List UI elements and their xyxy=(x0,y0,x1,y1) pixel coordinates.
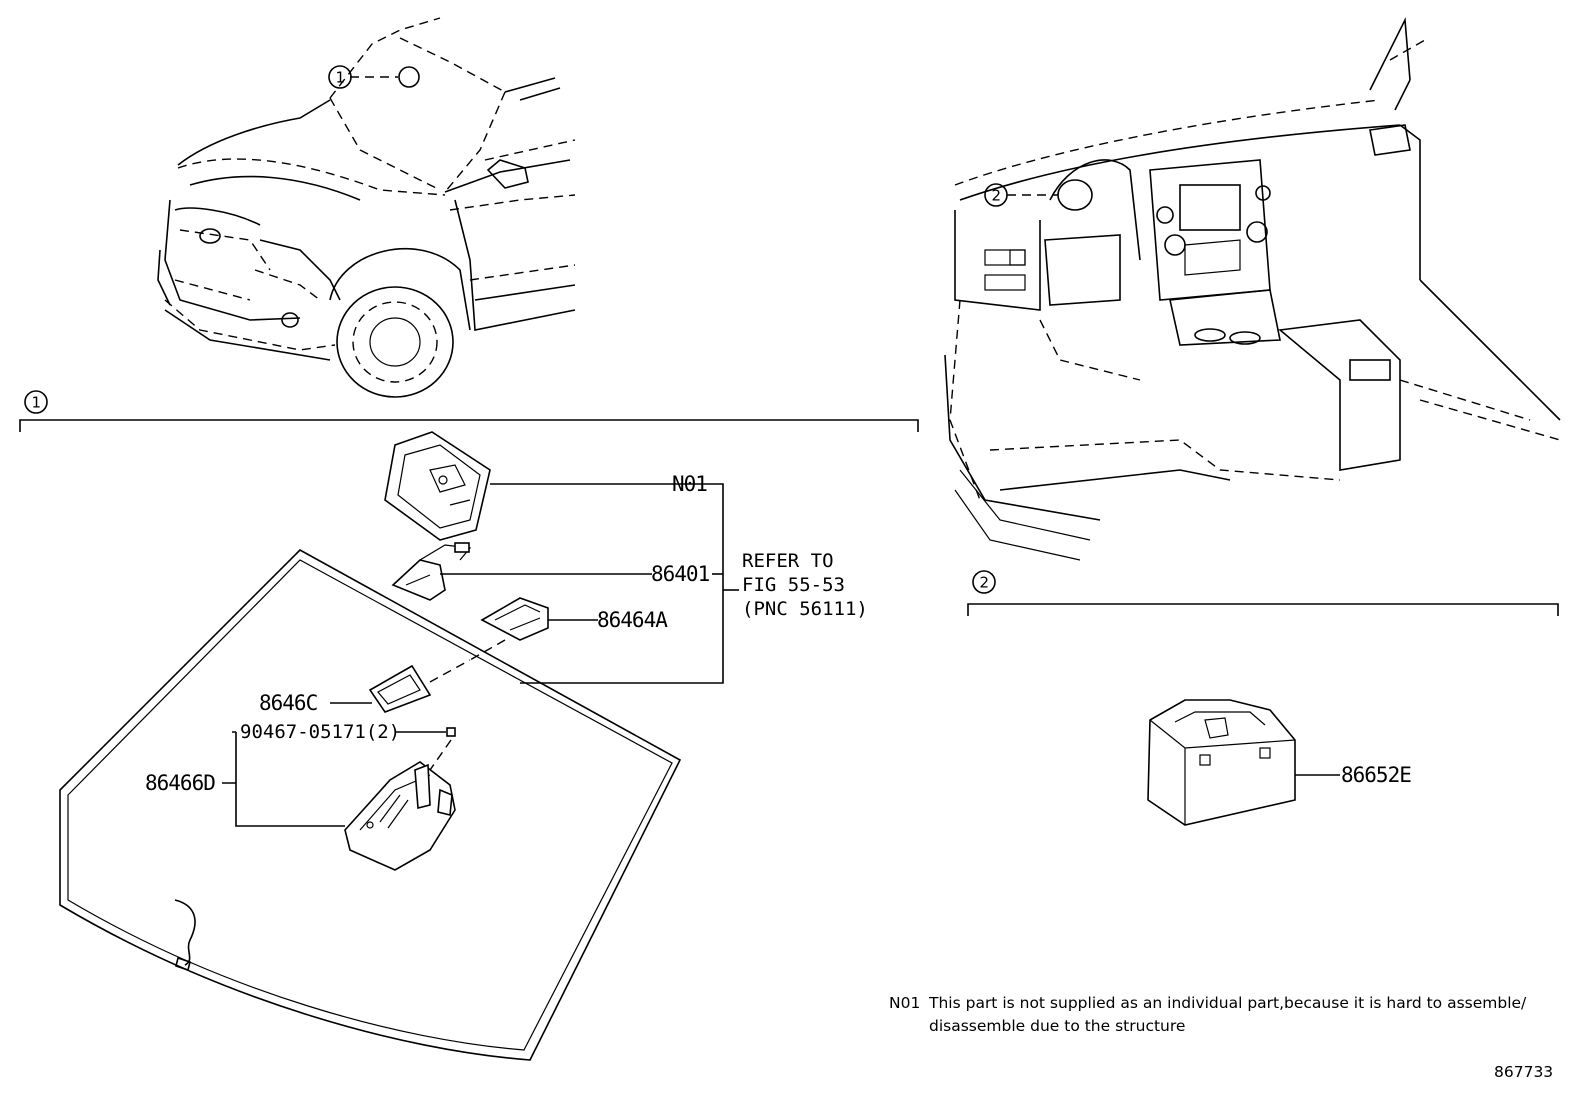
footnote-code: N01 xyxy=(889,994,920,1012)
part-90467-screw: 90467-05171(2) xyxy=(232,721,456,771)
refer-line-1: REFER TO xyxy=(742,550,834,572)
section-1-label: 1 xyxy=(32,394,42,412)
label-90467: 90467-05171(2) xyxy=(240,721,400,743)
label-8646c: 8646C xyxy=(259,691,317,715)
footnote-line-1: This part is not supplied as an individu… xyxy=(928,994,1527,1012)
label-n01: N01 xyxy=(672,472,707,496)
sensor-location-marker-2: 2 xyxy=(984,183,1058,207)
figure-number: 867733 xyxy=(1494,1063,1553,1081)
refer-to-note: REFER TO FIG 55-53 (PNC 56111) xyxy=(723,550,868,620)
footnote: N01 This part is not supplied as an indi… xyxy=(889,994,1527,1035)
part-8646c-bracket: 8646C xyxy=(259,659,471,715)
label-86401: 86401 xyxy=(651,562,710,586)
label-86464a: 86464A xyxy=(597,608,668,632)
section-2-label: 2 xyxy=(980,574,990,592)
part-n01-bracket: N01 xyxy=(384,431,724,684)
refer-line-2: FIG 55-53 xyxy=(742,574,845,596)
part-86652e-module: 86652E xyxy=(1147,699,1412,826)
reference-circle-2-label: 2 xyxy=(992,187,1002,205)
label-86466d: 86466D xyxy=(145,771,215,795)
refer-line-3: (PNC 56111) xyxy=(742,598,868,620)
reference-circle-1-label: 1 xyxy=(336,69,346,87)
windshield-glass xyxy=(59,549,682,1061)
section-1-bracket: 1 xyxy=(19,390,919,432)
footnote-line-2: disassemble due to the structure xyxy=(929,1017,1185,1035)
interior-dashboard-illustration xyxy=(944,17,1561,561)
part-86466d-cover: 86466D xyxy=(145,732,456,871)
section-2-bracket: 2 xyxy=(967,570,1559,616)
sensor-location-marker-1: 1 xyxy=(328,65,420,89)
part-86464a-clip: 86464A xyxy=(469,597,669,661)
label-86652e: 86652E xyxy=(1341,763,1411,787)
part-86401-sensor: 86401 xyxy=(391,542,723,601)
vehicle-exterior-illustration xyxy=(157,17,576,398)
